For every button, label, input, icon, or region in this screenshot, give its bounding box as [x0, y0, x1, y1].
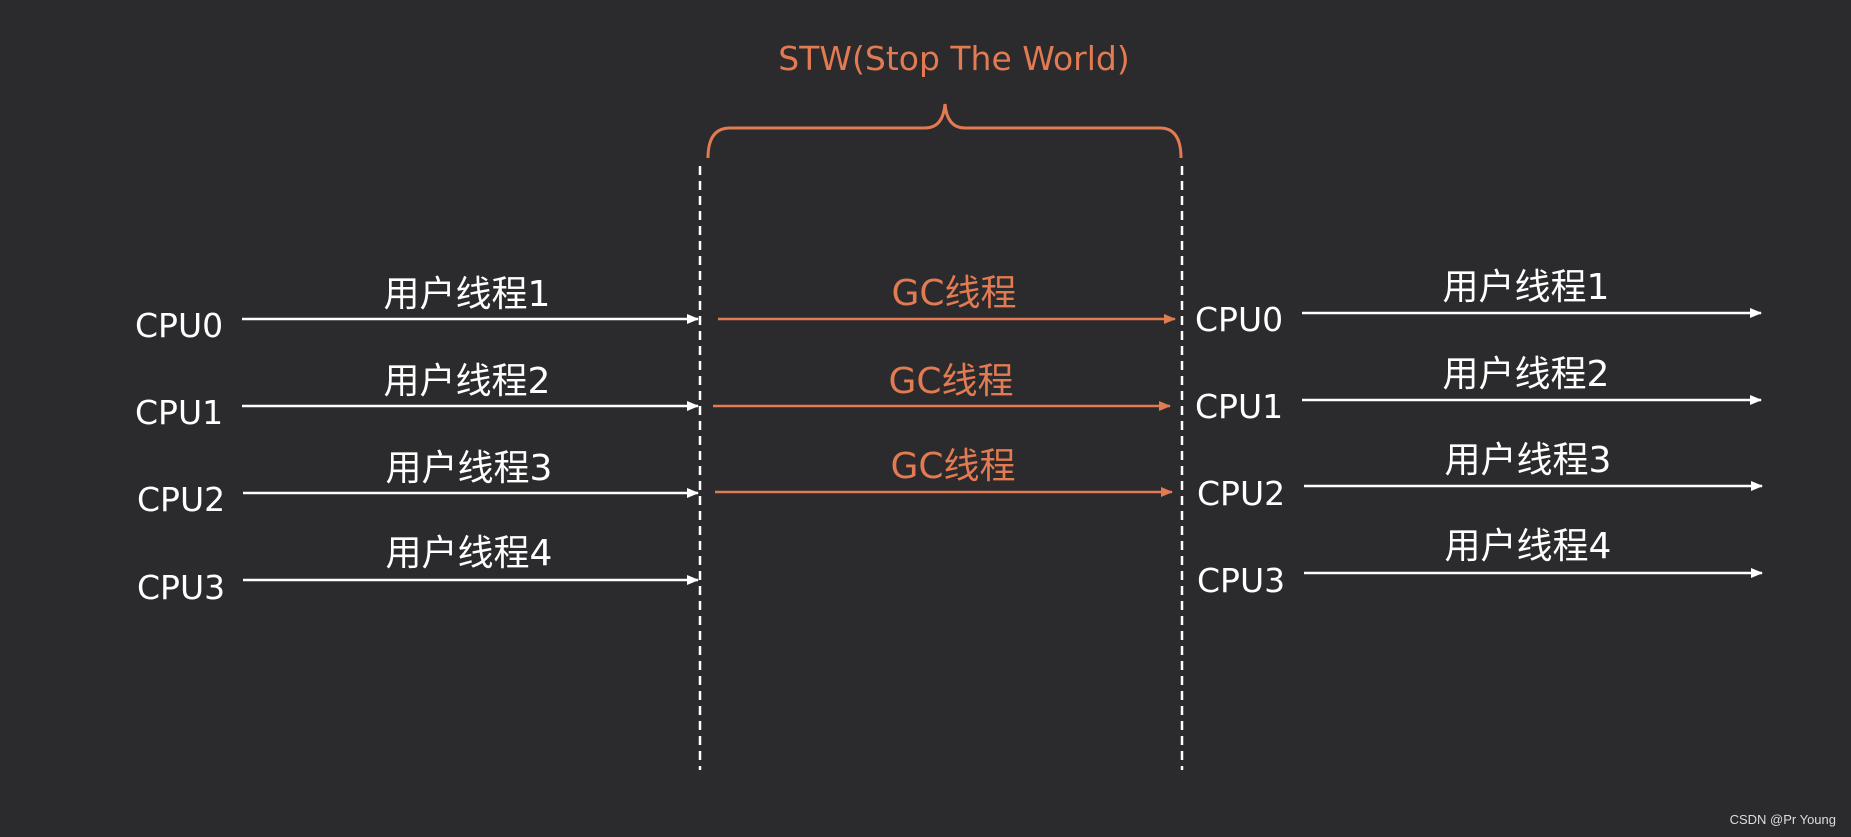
- cpu-label: CPU0: [135, 306, 223, 345]
- user-thread-label: 用户线程4: [386, 533, 553, 574]
- right-row: CPU3 用户线程4: [1197, 526, 1763, 600]
- right-row: CPU0 用户线程1: [1195, 267, 1762, 339]
- user-thread-label: 用户线程1: [384, 274, 551, 315]
- watermark: CSDN @Pr Young: [1730, 812, 1836, 827]
- user-thread-label: 用户线程2: [1443, 354, 1610, 395]
- left-row: CPU3 用户线程4: [137, 533, 699, 607]
- right-row: CPU1 用户线程2: [1195, 354, 1762, 426]
- cpu-label: CPU0: [1195, 300, 1283, 339]
- gc-thread-label: GC线程: [888, 361, 1013, 402]
- left-row: CPU0 用户线程1: [135, 274, 699, 345]
- right-row: CPU2 用户线程3: [1197, 440, 1763, 513]
- gc-row: GC线程: [713, 361, 1171, 411]
- gc-row: GC线程: [715, 446, 1173, 497]
- cpu-label: CPU2: [1197, 474, 1285, 513]
- user-thread-label: 用户线程2: [384, 361, 551, 402]
- stw-label: STW(Stop The World): [778, 39, 1129, 78]
- gc-thread-label: GC线程: [890, 446, 1015, 487]
- cpu-label: CPU2: [137, 480, 225, 519]
- user-thread-label: 用户线程4: [1445, 526, 1612, 567]
- user-thread-label: 用户线程3: [386, 448, 553, 489]
- gc-row: GC线程: [718, 273, 1176, 324]
- user-thread-label: 用户线程3: [1445, 440, 1612, 481]
- user-thread-label: 用户线程1: [1443, 267, 1610, 308]
- left-row: CPU2 用户线程3: [137, 448, 699, 519]
- gc-thread-label: GC线程: [891, 273, 1016, 314]
- cpu-label: CPU1: [135, 393, 223, 432]
- stw-brace: [706, 103, 1183, 159]
- cpu-label: CPU3: [137, 568, 225, 607]
- left-row: CPU1 用户线程2: [135, 361, 699, 432]
- cpu-label: CPU1: [1195, 387, 1283, 426]
- cpu-label: CPU3: [1197, 561, 1285, 600]
